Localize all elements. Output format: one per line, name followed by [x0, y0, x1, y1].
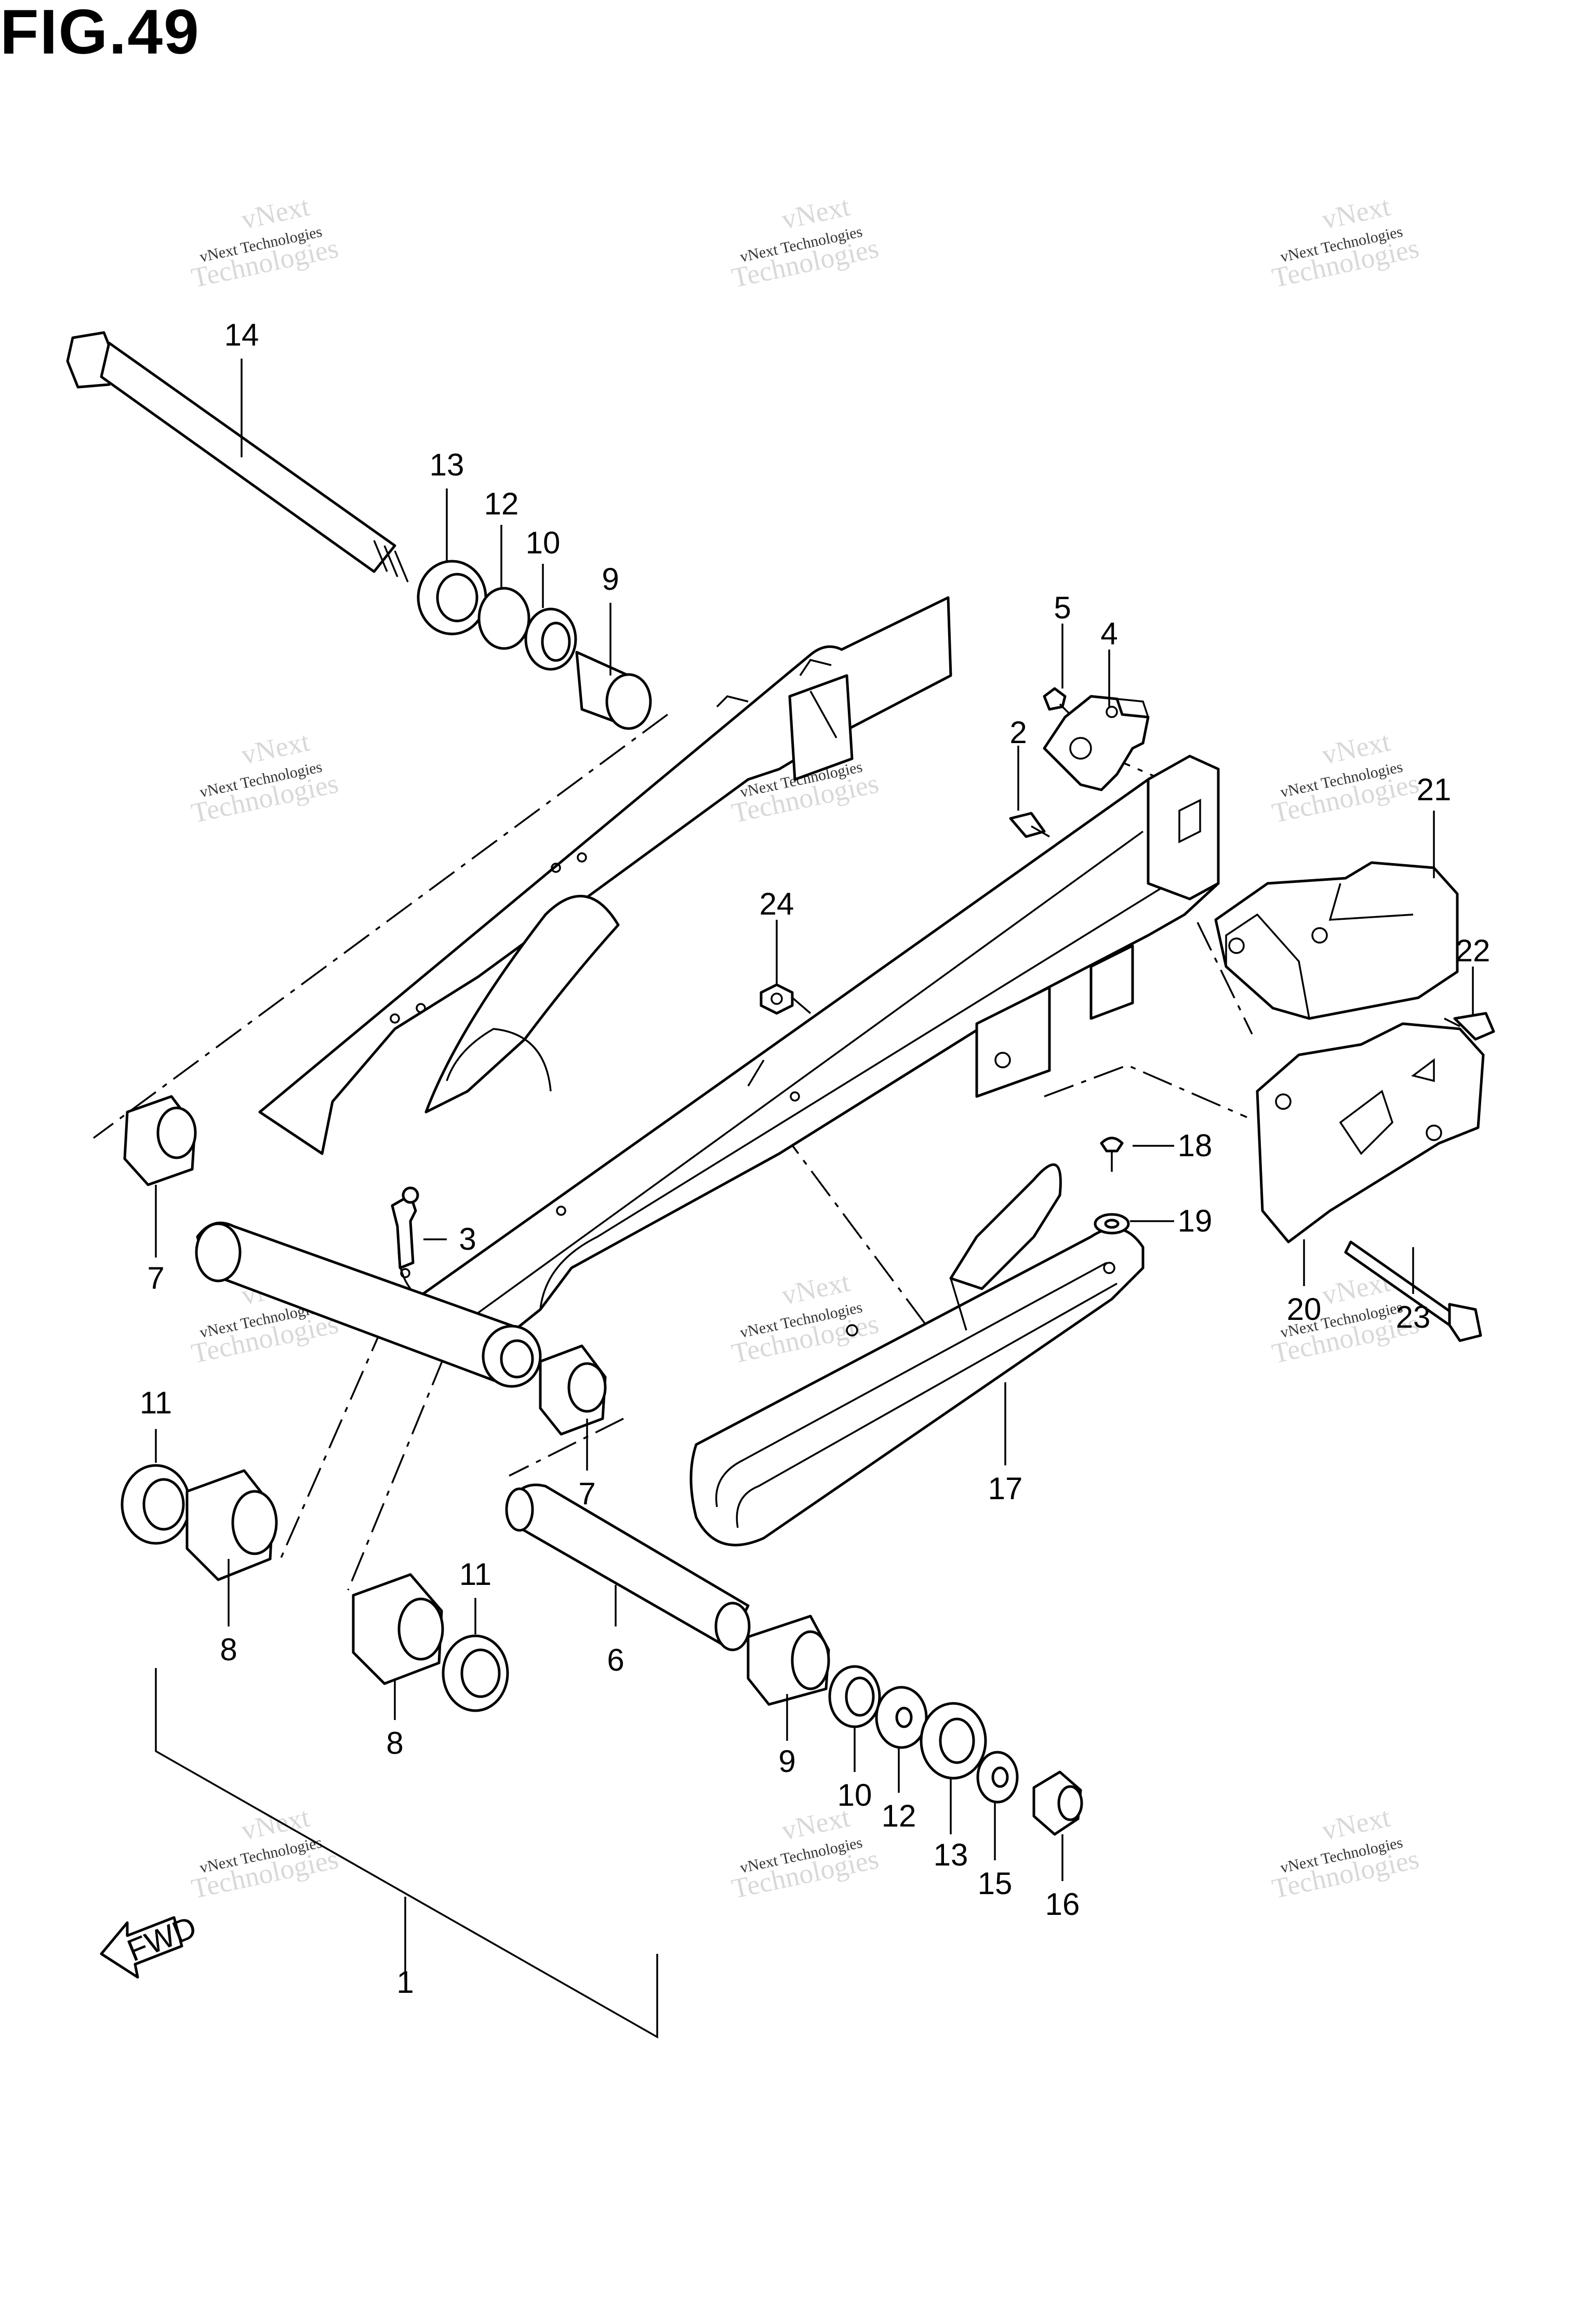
swingarm	[195, 596, 1220, 1388]
callout-c15: 15	[978, 1866, 1013, 1901]
lower-pivot-hardware	[121, 1095, 1083, 1836]
callout-c7a: 7	[147, 1261, 164, 1295]
nut-24	[760, 983, 812, 1015]
callout-c17: 17	[988, 1471, 1023, 1506]
figure-title: FIG.49	[0, 0, 200, 67]
bolt-22	[1444, 1012, 1495, 1041]
assembly-dash-lines	[92, 713, 1253, 1591]
callout-c11b: 11	[459, 1557, 491, 1592]
chain-adjuster-plate	[1043, 695, 1150, 791]
callout-c9a: 9	[602, 562, 619, 597]
callout-c2: 2	[1009, 715, 1027, 750]
callout-c12b: 12	[882, 1798, 916, 1833]
chain-guide-upper-block	[1214, 861, 1459, 1020]
fwd-label: FWD	[123, 1909, 202, 1968]
leader-lines	[155, 359, 1474, 2039]
callout-c24: 24	[760, 887, 794, 921]
callout-c13b: 13	[934, 1837, 968, 1872]
callout-c5: 5	[1054, 590, 1071, 625]
callout-c19: 19	[1178, 1203, 1213, 1238]
callout-c7b: 7	[578, 1476, 595, 1511]
callout-c11a: 11	[140, 1385, 172, 1420]
callout-c21: 21	[1417, 772, 1452, 807]
callout-labels: 1234567788991010111112121313141516171819…	[140, 318, 1491, 2000]
callout-c9b: 9	[778, 1744, 795, 1779]
upper-pivot-hardware	[417, 560, 652, 730]
callout-c10a: 10	[526, 525, 561, 560]
callout-c12a: 12	[484, 486, 519, 521]
callout-c16: 16	[1045, 1887, 1080, 1922]
callout-c18: 18	[1178, 1128, 1213, 1163]
callout-c1: 1	[396, 1965, 414, 2000]
grease-nipple	[391, 1186, 419, 1269]
callout-c13a: 13	[430, 447, 464, 482]
callout-c14: 14	[224, 318, 259, 352]
callout-c22: 22	[1456, 933, 1491, 968]
screw-18	[1100, 1136, 1124, 1172]
callout-c8a: 8	[220, 1632, 237, 1667]
washer-19	[1094, 1213, 1130, 1235]
chain-guide-lower-block	[1256, 1022, 1485, 1244]
pivot-bolt	[66, 331, 409, 583]
bolt-5	[1043, 687, 1071, 716]
callout-c23: 23	[1396, 1300, 1431, 1334]
fwd-arrow: FWD	[100, 1909, 202, 1979]
callout-c6: 6	[607, 1643, 624, 1677]
bolt-23	[1344, 1240, 1482, 1342]
callout-c10b: 10	[837, 1778, 872, 1813]
callout-c8b: 8	[386, 1726, 403, 1761]
callout-c20: 20	[1287, 1292, 1322, 1327]
callout-c3: 3	[459, 1222, 476, 1256]
callout-c4: 4	[1100, 616, 1118, 651]
bolt-2	[1009, 812, 1050, 838]
